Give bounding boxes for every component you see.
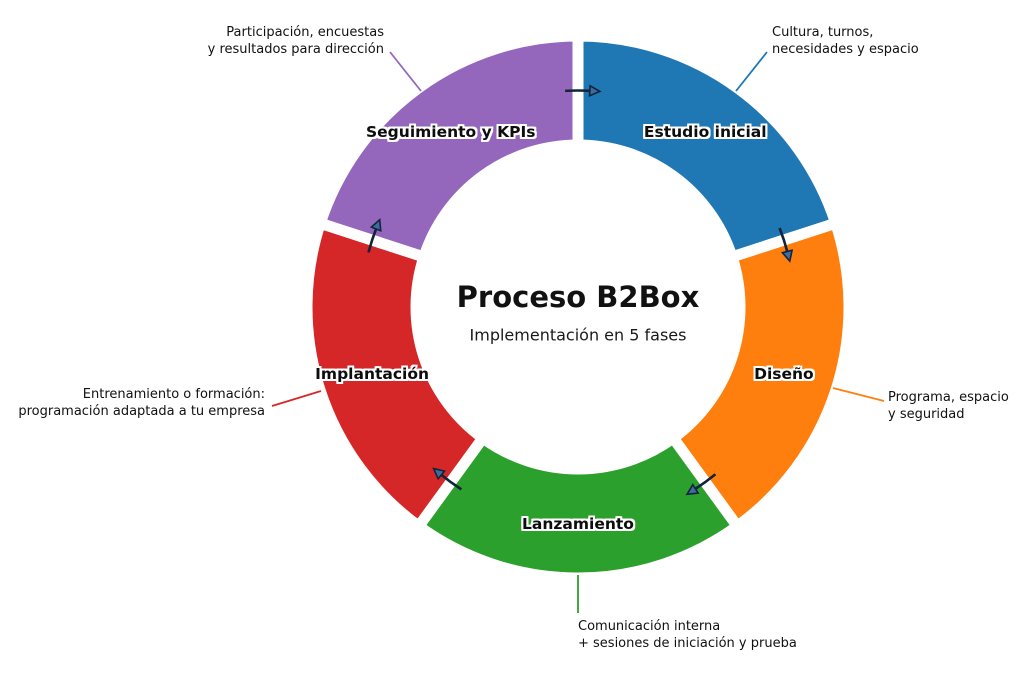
leader-line-estudio-inicial <box>735 51 768 92</box>
chart-title: Proceso B2Box <box>456 280 700 314</box>
annotation-diseno: Programa, espacio y seguridad <box>888 389 1009 423</box>
annotation-seguimiento-y-kpis: Participación, encuestas y resultados par… <box>208 24 384 58</box>
annotation-line: Comunicación interna <box>578 619 721 634</box>
segment-seguimiento-y-kpis <box>313 30 584 264</box>
annotation-line: Programa, espacio <box>888 390 1009 405</box>
annotation-line: Participación, encuestas <box>226 25 384 40</box>
segment-estudio-inicial <box>572 30 843 264</box>
flow-arrowhead-icon <box>780 249 794 263</box>
annotation-line: programación adaptada a tu empresa <box>18 404 265 419</box>
flow-arrowhead-icon <box>369 217 382 232</box>
segment-label-implantacion: Implantación <box>315 364 430 383</box>
annotation-lanzamiento: Comunicación interna + sesiones de inicia… <box>578 618 797 652</box>
annotation-estudio-inicial: Cultura, turnos, necesidades y espacio <box>772 24 919 58</box>
flow-arrowhead-icon <box>588 84 602 98</box>
annotation-implantacion: Entrenamiento o formación: programación a… <box>18 386 265 420</box>
annotation-line: necesidades y espacio <box>772 42 919 57</box>
segment-implantacion <box>301 216 491 534</box>
leader-line-implantacion <box>271 390 322 407</box>
annotation-line: y resultados para dirección <box>207 42 384 57</box>
annotation-line: Cultura, turnos, <box>772 25 874 40</box>
segment-label-diseno: Diseño <box>754 364 814 383</box>
leader-line-seguimiento-y-kpis <box>389 51 422 92</box>
flow-arrowhead-icon <box>432 467 446 481</box>
chart-subtitle: Implementación en 5 fases <box>469 325 687 345</box>
segment-label-estudio-inicial: Estudio inicial <box>643 122 767 141</box>
annotation-line: + sesiones de iniciación y prueba <box>578 636 797 651</box>
segment-label-lanzamiento: Lanzamiento <box>522 514 634 533</box>
annotation-line: y seguridad <box>888 407 965 422</box>
leader-line-diseno <box>832 387 885 402</box>
segment-lanzamiento <box>411 430 745 584</box>
segment-label-seguimiento-y-kpis: Seguimiento y KPIs <box>366 122 536 141</box>
annotation-line: Entrenamiento o formación: <box>82 387 265 402</box>
flow-arrowhead-icon <box>685 483 700 496</box>
segment-diseno <box>665 216 855 534</box>
